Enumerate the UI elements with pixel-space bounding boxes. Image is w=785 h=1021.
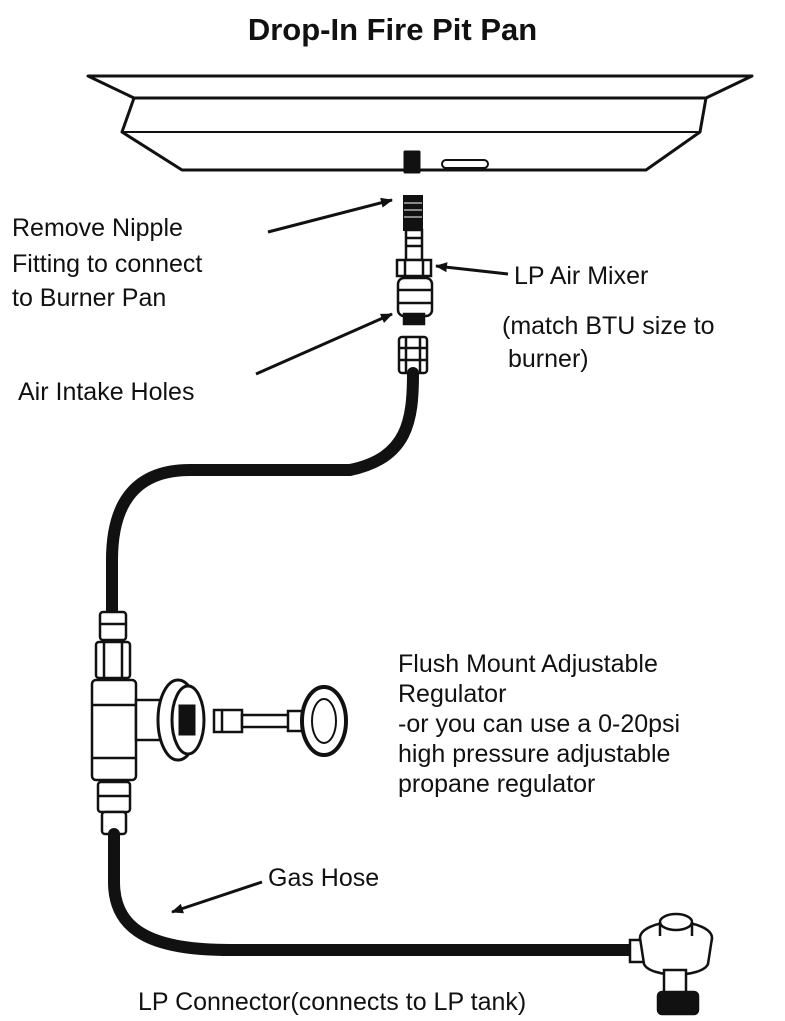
pan-flange [86,74,754,100]
tee-upper-fitting [94,610,132,680]
arrow-lp-air-mixer [435,262,509,276]
diagram-title: Drop-In Fire Pit Pan [247,12,538,47]
label-gas-hose: Gas Hose [268,864,380,892]
arrow-gas-hose [171,880,263,914]
lp-connector-knob [656,990,700,1016]
pan-slot [441,159,489,169]
flush-mount-regulator [156,678,206,762]
label-remove-nipple-line-1: Remove Nipple [12,214,183,242]
label-flush-mount-line-3: -or you can use a 0-20psi [398,710,681,738]
tee-fitting [90,678,170,782]
label-flush-mount-line-1: Flush Mount Adjustable [398,650,658,678]
regulator-key [212,685,348,757]
tee-lower-fitting [96,780,132,836]
label-air-intake-holes: Air Intake Holes [18,378,195,406]
arrow-air-intake [255,312,393,376]
label-lp-air-mixer-line-2: (match BTU size to [502,312,715,340]
label-flush-mount-line-2: Regulator [398,680,507,708]
pan-inlet [403,150,421,174]
callout-arrows [171,197,509,914]
label-remove-nipple-line-3: to Burner Pan [12,284,167,312]
label-lp-air-mixer-line-1: LP Air Mixer [514,262,649,290]
label-flush-mount-line-5: propane regulator [398,770,596,798]
arrow-remove-nipple [267,197,393,234]
lp-air-mixer [395,228,434,326]
fire-pit-pan [86,74,754,174]
label-lp-connector: LP Connector(connects to LP tank) [138,988,527,1016]
label-flush-mount-line-4: high pressure adjustable [398,740,671,768]
label-lp-air-mixer-line-3: burner) [508,345,589,373]
nipple-fitting [403,195,423,231]
air-intake-holes [402,312,426,326]
gas-hose-lower [108,828,646,956]
lp-connector [628,912,714,1016]
label-remove-nipple-line-2: Fitting to connect [12,250,203,278]
regulator-key-socket [178,704,196,736]
gas-hose-upper [106,367,419,618]
